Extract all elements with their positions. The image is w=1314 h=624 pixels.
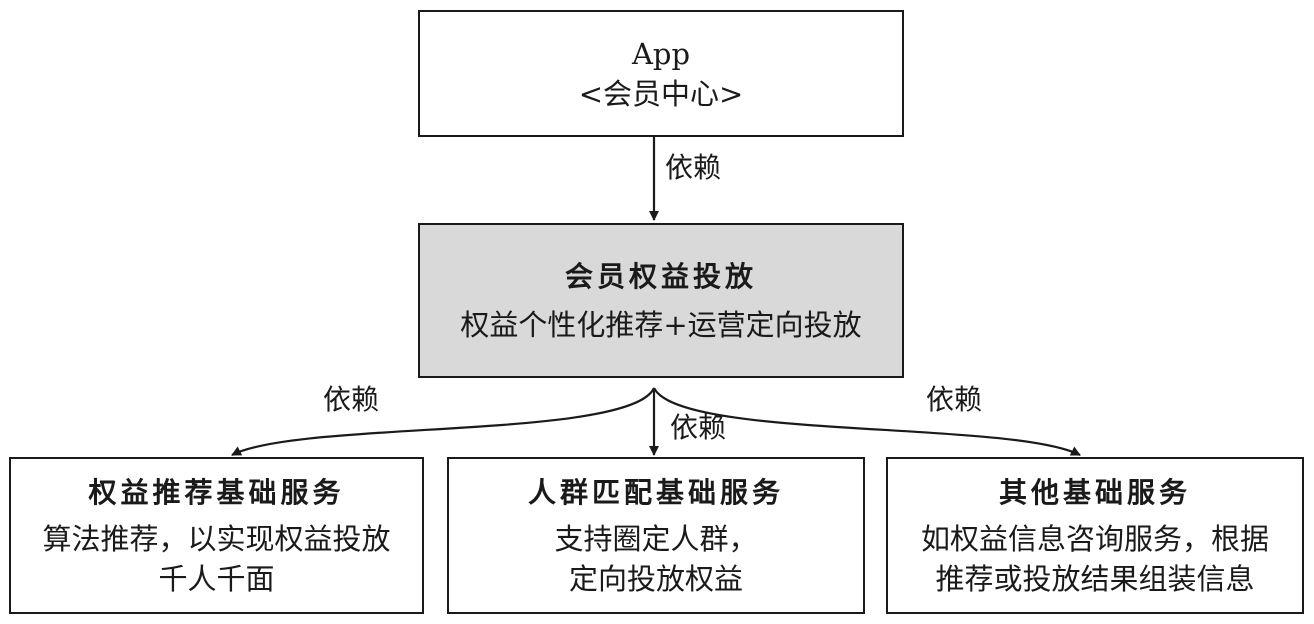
middle-node-line2: 定向投放权益: [568, 561, 743, 596]
app-node: App <会员中心>: [418, 10, 904, 137]
left-node-title: 权益推荐基础服务: [88, 475, 345, 509]
edge-label-core-to-middle: 依赖: [670, 411, 727, 444]
core-node-title: 会员权益投放: [564, 259, 757, 293]
left-node: 权益推荐基础服务 算法推荐，以实现权益投放 千人千面: [9, 457, 424, 614]
right-node-line1: 如权益信息咨询服务，根据: [920, 521, 1269, 556]
edge-label-core-to-right: 依赖: [926, 383, 983, 416]
left-node-line2: 千人千面: [158, 561, 275, 596]
arrow-core-to-right: [653, 387, 1081, 456]
app-node-line1: App: [631, 36, 691, 71]
edge-label-core-to-left: 依赖: [323, 383, 380, 416]
right-node: 其他基础服务 如权益信息咨询服务，根据 推荐或投放结果组装信息: [886, 457, 1304, 614]
app-node-line2: <会员中心>: [578, 76, 744, 111]
middle-node: 人群匹配基础服务 支持圈定人群， 定向投放权益: [447, 457, 865, 614]
right-node-line2: 推荐或投放结果组装信息: [935, 561, 1255, 596]
arrow-core-to-left: [231, 387, 655, 456]
middle-node-line1: 支持圈定人群，: [554, 521, 758, 556]
core-node-subtitle: 权益个性化推荐+运营定向投放: [460, 307, 862, 342]
right-node-title: 其他基础服务: [998, 475, 1191, 509]
core-node: 会员权益投放 权益个性化推荐+运营定向投放: [418, 223, 904, 378]
left-node-line1: 算法推荐，以实现权益投放: [42, 521, 391, 556]
middle-node-title: 人群匹配基础服务: [527, 475, 784, 509]
edge-label-app-to-core: 依赖: [665, 151, 722, 184]
